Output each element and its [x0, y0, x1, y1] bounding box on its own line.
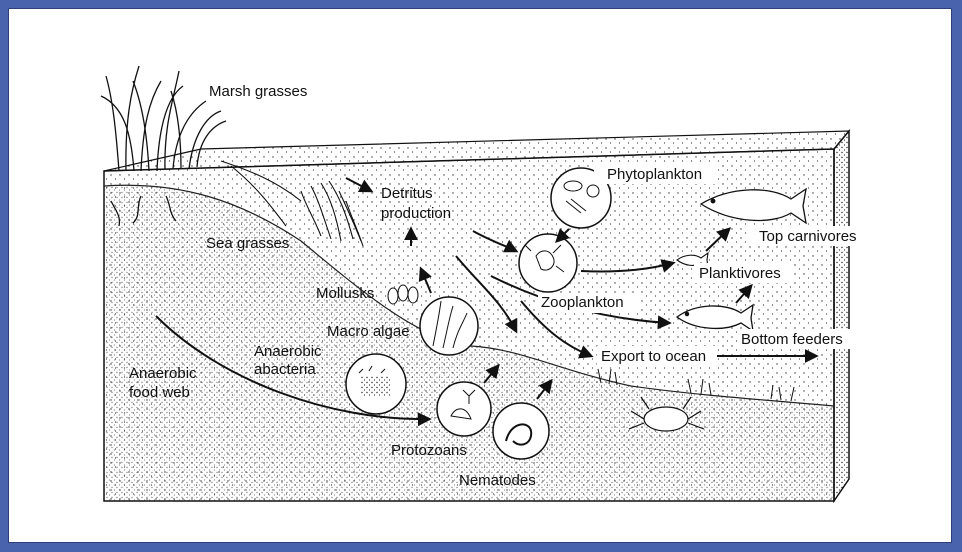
label-zooplankton: Zooplankton: [541, 294, 624, 311]
label-detritus-2: production: [381, 205, 451, 222]
label-top-carnivores: Top carnivores: [759, 228, 857, 245]
anaerobic-bacteria-circle: [346, 354, 406, 414]
label-anaerobic-food-web-2: food web: [129, 384, 190, 401]
macro-algae-circle: [420, 297, 478, 355]
diagram-panel: Marsh grasses Detritus production Phytop…: [8, 8, 952, 543]
label-anaerobic-food-web-1: Anaerobic: [129, 365, 197, 382]
label-marsh-grasses: Marsh grasses: [209, 83, 307, 100]
label-anaerobic-bacteria-2: abacteria: [254, 361, 316, 378]
label-export-to-ocean: Export to ocean: [601, 348, 706, 365]
nematodes-circle: [493, 403, 549, 459]
label-detritus-1: Detritus: [381, 185, 433, 202]
label-macro-algae: Macro algae: [327, 323, 410, 340]
label-phytoplankton: Phytoplankton: [607, 166, 702, 183]
label-protozoans: Protozoans: [391, 442, 467, 459]
label-sea-grasses: Sea grasses: [206, 235, 289, 252]
estuary-food-web-diagram: Marsh grasses Detritus production Phytop…: [9, 9, 953, 544]
protozoans-circle: [437, 382, 491, 436]
label-nematodes: Nematodes: [459, 472, 536, 489]
label-mollusks: Mollusks: [316, 285, 374, 302]
zooplankton-circle: [519, 234, 577, 292]
label-anaerobic-bacteria-1: Anaerobic: [254, 343, 322, 360]
mollusks-illustration: [388, 285, 418, 304]
label-planktivores: Planktivores: [699, 265, 781, 282]
label-bottom-feeders: Bottom feeders: [741, 331, 843, 348]
